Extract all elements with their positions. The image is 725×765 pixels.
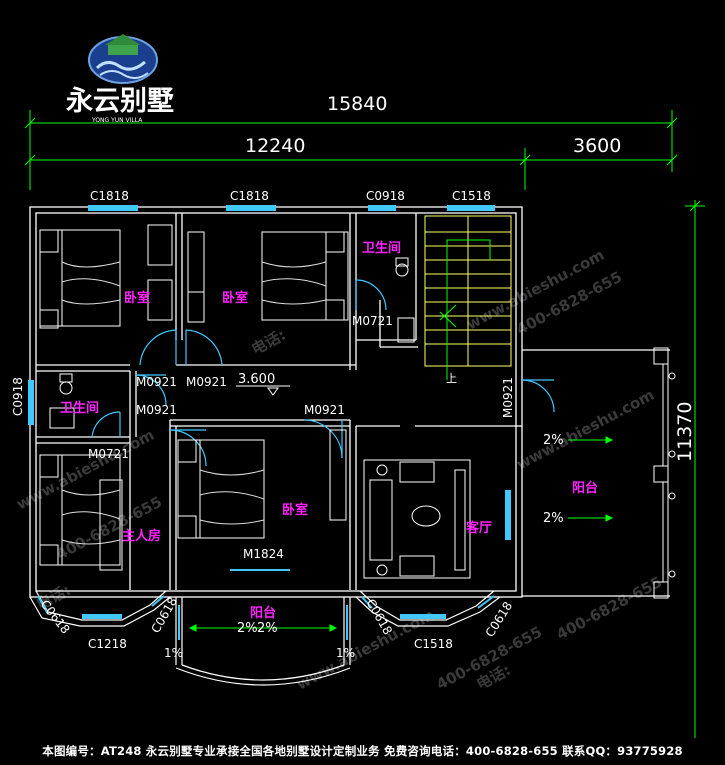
room-label-bedroom-3: 卧室 [282, 502, 308, 518]
door-code: M0721 [88, 447, 129, 461]
window-code: C1518 [414, 637, 453, 651]
room-label-bathroom-2: 卫生间 [60, 400, 99, 416]
balcony-posts [653, 347, 676, 599]
toilet-icon [395, 263, 409, 277]
room-label-bedroom-2: 卧室 [222, 290, 248, 306]
room-label-living-room: 客厅 [466, 520, 492, 536]
bay-windows [29, 590, 501, 686]
door-code: M0921 [501, 377, 515, 418]
watermark-tel-1: 电话: [248, 326, 288, 359]
level-mark: 3.600 [238, 372, 275, 387]
room-label-bedroom-1: 卧室 [124, 290, 150, 306]
room-label-master-bedroom: 主人房 [122, 528, 161, 544]
slope-arrows [188, 436, 614, 632]
stair-up-label: 上 [446, 372, 457, 385]
slope-label: 1% [336, 646, 355, 660]
door-code: M0921 [304, 403, 345, 417]
bay-window-glass [37, 569, 495, 640]
dim-total-depth: 11370 [674, 402, 696, 462]
room-label-bathroom-1: 卫生间 [362, 240, 401, 256]
toilet-icon [59, 381, 73, 395]
window-code: C0618 [148, 595, 180, 636]
slope-label: 2% [237, 621, 258, 636]
window-code: C1218 [88, 637, 127, 651]
floor-plan: www.abieshu.com 400-6828-655 www.abieshu… [11, 34, 705, 738]
watermark-url-4: www.abieshu.com [513, 386, 657, 474]
dimension-lines [24, 110, 705, 738]
stair-arrow [439, 239, 491, 380]
logo-name-cn: 永云别墅 [65, 86, 174, 117]
door-code: M1824 [243, 547, 284, 561]
bed-icon [261, 231, 349, 321]
bed-icon [39, 229, 121, 327]
door-code: M0921 [136, 403, 177, 417]
dim-left-width: 12240 [245, 135, 305, 157]
dim-total-width: 15840 [327, 93, 387, 115]
watermark-url-2: www.abieshu.com [13, 426, 157, 514]
door-code: M0721 [352, 314, 393, 328]
window-code: C1818 [90, 189, 129, 203]
footer-info: 本图编号：AT248 永云别墅专业承接全国各地别墅设计定制业务 免费咨询电话：4… [0, 738, 725, 765]
company-logo: 永云别墅 YONG YUN VILLA [65, 34, 174, 124]
sink-icon [397, 317, 415, 343]
dim-right-width: 3600 [573, 135, 621, 157]
slope-label: 1% [164, 646, 183, 660]
watermark-phone-4: 400-6828-655 [553, 573, 665, 644]
windows [28, 205, 511, 619]
doors [91, 279, 555, 467]
window-code: C1818 [230, 189, 269, 203]
furniture [39, 224, 471, 579]
door-code: M0921 [136, 375, 177, 389]
slope-label: 2% [543, 511, 564, 526]
staircase [424, 215, 512, 367]
door-code: M0921 [186, 375, 227, 389]
level-triangle [267, 387, 279, 396]
window-code: C1518 [452, 189, 491, 203]
room-label-balcony-right: 阳台 [572, 480, 598, 496]
sink-icon [49, 407, 75, 429]
slope-label: 2% [257, 621, 278, 636]
logo-name-en: YONG YUN VILLA [91, 117, 143, 124]
window-code: C0618 [483, 599, 515, 639]
window-code: C0918 [11, 377, 25, 416]
room-label-balcony-front: 阳台 [250, 605, 276, 621]
window-code: C0918 [366, 189, 405, 203]
sofa-set-icon [363, 459, 471, 579]
slope-label: 2% [543, 433, 564, 448]
